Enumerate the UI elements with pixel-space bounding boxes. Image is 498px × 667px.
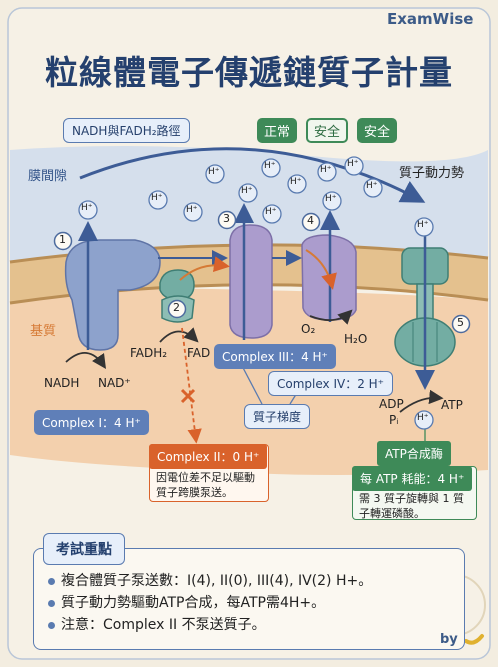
oxygen-arrow <box>309 309 353 325</box>
atp-synthase-note: 需 3 質子旋轉與 1 質子轉運磷酸。 <box>359 492 464 520</box>
proton-label: H⁺ <box>290 177 302 187</box>
step-circle-4 <box>301 212 321 232</box>
banana-icon <box>464 634 484 645</box>
gradient-connector-3 <box>239 361 263 405</box>
complex-3-shape <box>229 224 273 339</box>
summary-bullet-text: 注意：Complex II 不泵送質子。 <box>61 617 266 633</box>
step-number-2: 2 <box>173 301 180 314</box>
proton-label: H⁺ <box>320 165 332 175</box>
complex-2-no-pump-line <box>181 327 202 444</box>
proton-bubbles <box>78 156 434 430</box>
step-circle-1 <box>53 231 73 251</box>
proton-label: H⁺ <box>264 161 276 171</box>
complex-1-label: Complex I：4 H⁺ <box>34 410 149 435</box>
step-number-4: 4 <box>307 214 314 227</box>
proton-label: H⁺ <box>325 194 337 204</box>
intermembrane-space-label: 膜間隙 <box>28 169 68 184</box>
pathway-label: NADH與FADH₂路徑 <box>63 118 190 143</box>
step-number-3: 3 <box>223 212 230 225</box>
matrix-label: 基質 <box>30 324 57 339</box>
phosphate-label: Pᵢ <box>389 413 399 427</box>
summary-bullet-text: 複合體質子泵送數：I(4), II(0), III(4), IV(2) H+。 <box>61 573 373 589</box>
status-tag-safe-1: 安全 <box>306 118 349 143</box>
proton-label: H⁺ <box>366 181 378 191</box>
status-tag-safe-2: 安全 <box>357 118 398 143</box>
summary-panel <box>33 548 465 650</box>
proton-motive-force-label: 質子動力勢 <box>399 166 465 181</box>
page-title: 粒線體電子傳遞鏈質子計量 <box>45 53 453 92</box>
fad-label: FAD <box>187 346 211 360</box>
atp-synthase-label: ATP合成酶 <box>377 441 451 466</box>
fadh2-label: FADH₂ <box>130 346 168 360</box>
summary-bullet: 注意：Complex II 不泵送質子。 <box>48 614 266 634</box>
proton-label: H⁺ <box>417 413 429 423</box>
proton-label: H⁺ <box>347 159 359 169</box>
step-circle-5 <box>451 314 471 334</box>
bullet-dot <box>48 577 55 585</box>
atp-cost-label: 每 ATP 耗能：4 H⁺ <box>352 466 473 491</box>
adp-label: ADP <box>379 397 404 411</box>
step-number-5: 5 <box>457 316 464 329</box>
complex-4-label: Complex IV：2 H⁺ <box>268 371 394 396</box>
status-tag-normal: 正常 <box>257 118 298 143</box>
electron-arrow-2-3 <box>179 256 230 281</box>
nadh-arrow <box>65 352 106 369</box>
water-label: H₂O <box>344 332 368 346</box>
step-circle-2 <box>167 299 187 319</box>
oxygen-label: O₂ <box>301 322 316 336</box>
complex-2-label: Complex II：0 H⁺ <box>149 444 268 469</box>
proton-label: H⁺ <box>186 205 198 215</box>
summary-bullet: 質子動力勢驅動ATP合成，每ATP需4H+。 <box>48 592 325 612</box>
proton-label: H⁺ <box>265 207 277 217</box>
complex-2-note: 因電位差不足以驅動質子跨膜泵送。 <box>156 471 255 499</box>
proton-label: H⁺ <box>241 186 253 196</box>
atp-arrow <box>399 389 444 413</box>
no-pump-cross <box>180 388 196 404</box>
nad-label: NAD⁺ <box>98 376 131 390</box>
proton-label: H⁺ <box>417 220 429 230</box>
atp-label: ATP <box>441 398 463 412</box>
bullet-dot <box>48 599 55 607</box>
summary-title: 考試重點 <box>43 533 125 565</box>
electron-arrow-4 <box>305 249 337 290</box>
complex-3-label: Complex III：4 H⁺ <box>214 344 336 369</box>
bullet-dot <box>48 621 55 629</box>
step-number-1: 1 <box>59 233 66 246</box>
proton-gradient-label: 質子梯度 <box>244 404 311 429</box>
brand-logo: ExamWise <box>387 10 474 28</box>
step-circle-3 <box>217 210 237 230</box>
proton-label: H⁺ <box>208 167 220 177</box>
signature: by <box>440 632 458 647</box>
proton-label: H⁺ <box>81 203 93 213</box>
fadh2-arrow <box>159 327 199 343</box>
summary-bullet-text: 質子動力勢驅動ATP合成，每ATP需4H+。 <box>61 595 326 611</box>
nadh-label: NADH <box>44 376 80 390</box>
proton-label: H⁺ <box>151 193 163 203</box>
summary-bullet: 複合體質子泵送數：I(4), II(0), III(4), IV(2) H+。 <box>48 570 372 590</box>
